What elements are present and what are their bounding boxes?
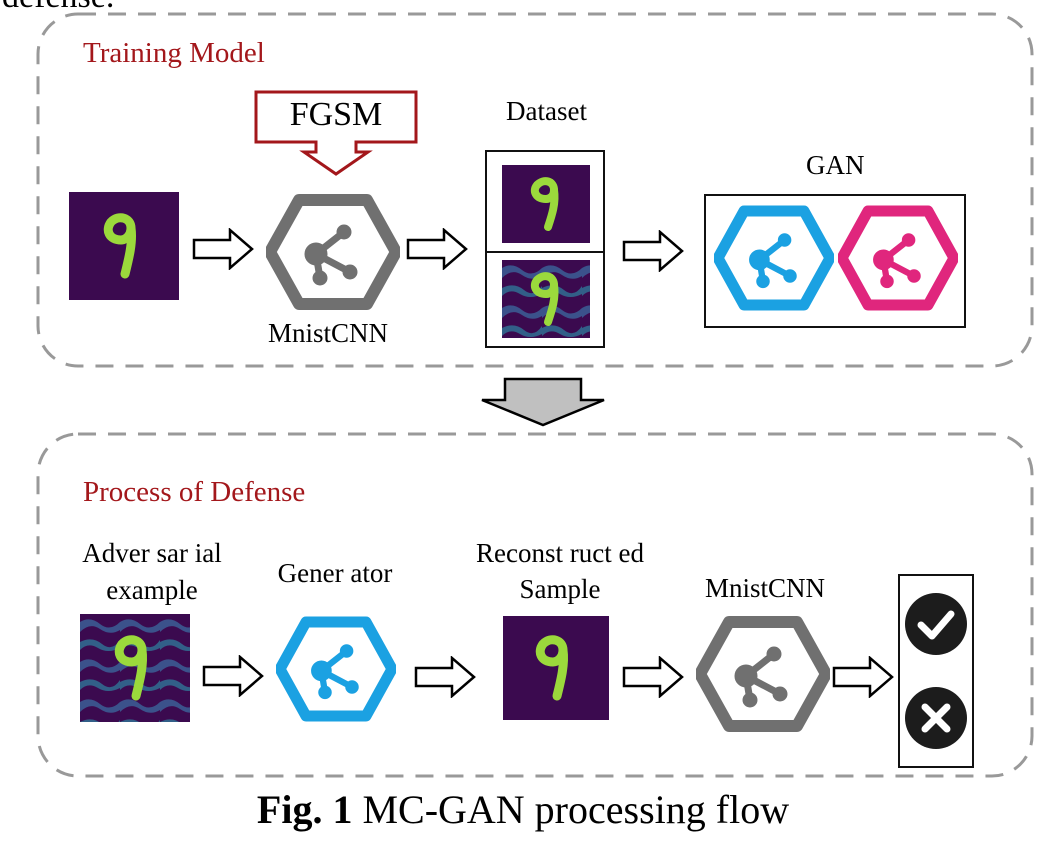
dataset-clean-digit [502,165,590,243]
cut-top-text: defense. [2,0,114,14]
training-section-border [36,12,1034,368]
training-title: Training Model [83,37,265,69]
discriminator-icon [838,205,958,311]
generator-label: Gener ator [277,558,393,588]
generator-icon [714,205,834,311]
check-circle-icon [905,593,967,655]
arrow-4 [202,655,264,697]
adversarial-label-line2: example [106,575,198,605]
defense-section-border [36,432,1034,778]
gan-label: GAN [806,150,865,180]
figure-caption: Fig. 1 MC-GAN processing flow [0,790,1046,830]
reconstructed-label-line1: Reconst ruct ed [476,538,644,568]
defense-title: Process of Defense [83,476,306,508]
arrow-6 [622,656,684,698]
defense-mnist-cnn-icon [696,616,830,732]
training-cnn-label: MnistCNN [268,318,389,348]
dataset-adversarial-digit [502,260,590,338]
down-arrow [481,377,605,427]
arrow-2 [406,228,468,270]
defense-cnn-label: MnistCNN [704,573,826,603]
fgsm-label: FGSM [289,96,383,133]
arrow-5 [414,656,476,698]
reconstructed-label-line2: Sample [519,574,601,604]
adversarial-label-line1: Adver sar ial [82,538,222,568]
dataset-label: Dataset [506,96,587,126]
x-circle-icon [905,687,967,749]
dataset-divider [487,251,603,253]
adversarial-digit-image [80,614,190,722]
arrow-1 [192,228,254,270]
fgsm-callout [254,90,418,176]
mnist-cnn-icon [266,194,400,310]
caption-prefix: Fig. 1 [256,787,353,832]
input-digit-image [69,192,179,300]
caption-text: MC-GAN processing flow [352,787,790,832]
arrow-3 [622,230,684,272]
reconstructed-digit-image [503,616,609,720]
arrow-7 [832,656,894,698]
defense-generator-icon [276,616,396,722]
